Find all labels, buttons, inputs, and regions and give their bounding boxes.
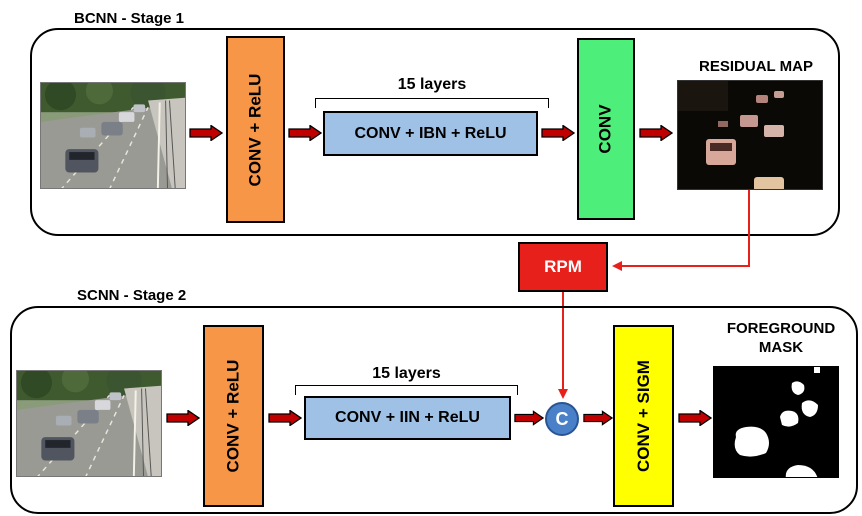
stage2-conv-sigm-block: CONV + SIGM (613, 325, 674, 507)
concat-circle-icon: C (545, 402, 579, 436)
right-arrow-icon (678, 410, 712, 426)
stage1-layers-label: 15 layers (397, 76, 467, 93)
right-arrow-icon (268, 410, 302, 426)
stage1-title: BCNN - Stage 1 (74, 10, 185, 27)
stage1-conv-block: CONV (577, 38, 635, 220)
foreground-mask-label: FOREGROUND MASK (706, 319, 856, 357)
residual-map-label: RESIDUAL MAP (699, 58, 813, 75)
stage1-conv-ibn-relu-block: CONV + IBN + ReLU (323, 111, 538, 156)
stage1-layers-bracket (315, 98, 549, 108)
foreground-mask-image (713, 366, 839, 478)
right-arrow-icon (514, 410, 544, 426)
stage2-input-image (16, 370, 162, 477)
foreground-mask-label-line2: MASK (758, 339, 804, 356)
stage2-layers-label: 15 layers (372, 365, 441, 382)
right-arrow-icon (583, 410, 613, 426)
stage2-conv-relu-label: CONV + ReLU (223, 359, 243, 473)
residual-map-image (677, 80, 823, 190)
foreground-mask-label-line1: FOREGROUND (726, 320, 836, 337)
stage2-conv-iin-relu-block: CONV + IIN + ReLU (304, 396, 511, 440)
rpm-block: RPM (518, 242, 608, 292)
stage2-conv-relu-block: CONV + ReLU (203, 325, 264, 507)
stage1-conv-relu-block: CONV + ReLU (226, 36, 285, 223)
stage1-frame (30, 28, 840, 236)
stage2-layers-bracket (295, 385, 518, 395)
stage1-input-image (40, 82, 186, 189)
right-arrow-icon (166, 410, 200, 426)
stage2-title: SCNN - Stage 2 (77, 287, 187, 304)
stage2-frame (10, 306, 858, 514)
stage2-conv-sigm-label: CONV + SIGM (633, 360, 653, 472)
